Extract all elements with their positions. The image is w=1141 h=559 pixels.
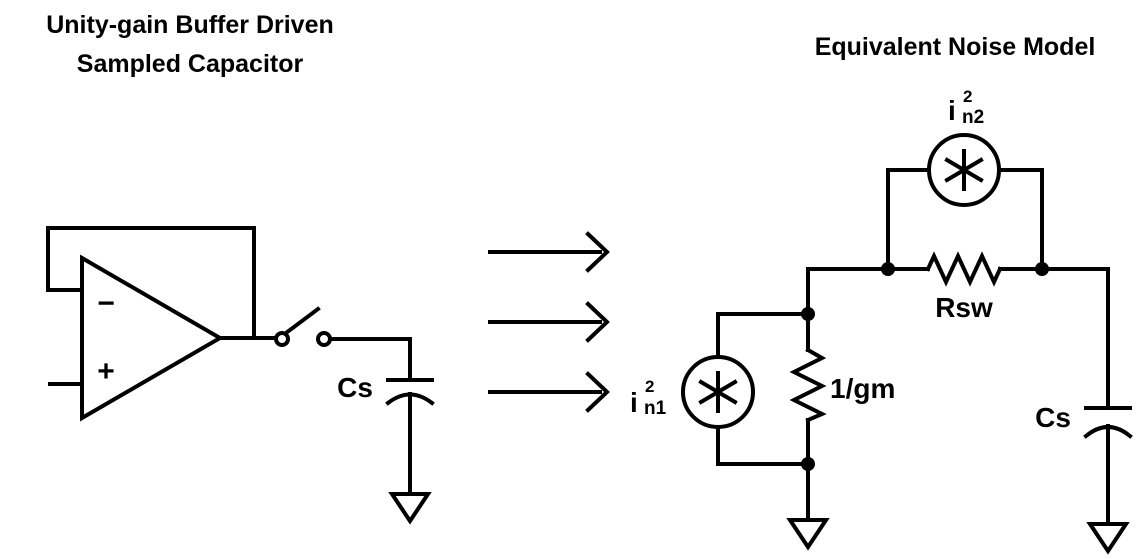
n2-superscript: 2 (963, 87, 972, 106)
arrow-icon (488, 371, 610, 413)
left-title-line1: Unity-gain Buffer Driven (46, 11, 334, 39)
arrow-icon (488, 231, 610, 273)
right-title: Equivalent Noise Model (815, 33, 1096, 61)
left-sampling-capacitor: Cs (337, 372, 435, 496)
n2-subscript: n2 (962, 107, 984, 128)
feedback-wire (46, 226, 256, 340)
left-title-line2: Sampled Capacitor (77, 50, 304, 78)
gm-label: 1/gm (830, 373, 895, 404)
rsw-label: Rsw (935, 292, 993, 323)
noise-source-2-label: i 2 n2 (948, 87, 984, 128)
ground-icon (388, 492, 432, 525)
opamp-plus-label: + (97, 355, 115, 388)
wire-n1-top (716, 312, 810, 359)
node-dot (881, 262, 895, 276)
rsw-resistor: Rsw (925, 251, 1003, 323)
sampling-switch (274, 306, 332, 347)
opamp: − + (80, 254, 224, 422)
gm-resistor: 1/gm (789, 347, 895, 423)
wire-n2-left (886, 168, 930, 271)
left-cap-label: Cs (337, 372, 373, 403)
n2-base: i (948, 95, 956, 126)
noise-source-1-icon (681, 355, 755, 429)
n1-superscript: 2 (645, 377, 654, 396)
ground-icon (1086, 522, 1130, 555)
arrow-icon (488, 301, 610, 343)
switch-pivot (274, 331, 290, 347)
right-cap-label: Cs (1035, 402, 1071, 433)
wire-rsw-to-cap (998, 267, 1110, 410)
switch-to-cap-wire (328, 337, 412, 382)
right-sampling-capacitor: Cs (1035, 402, 1133, 526)
n1-subscript: n1 (644, 398, 667, 419)
wire-n2-right (998, 168, 1044, 271)
ground-icon (786, 518, 830, 551)
opamp-minus-label: − (97, 287, 115, 320)
noise-source-2-icon (927, 133, 1001, 207)
node-dot (1035, 262, 1049, 276)
wire-n1-bottom (716, 426, 810, 466)
noise-source-1-label: i 2 n1 (630, 377, 667, 419)
opamp-triangle (80, 254, 224, 422)
n1-base: i (630, 387, 638, 418)
switch-blade (283, 306, 321, 336)
